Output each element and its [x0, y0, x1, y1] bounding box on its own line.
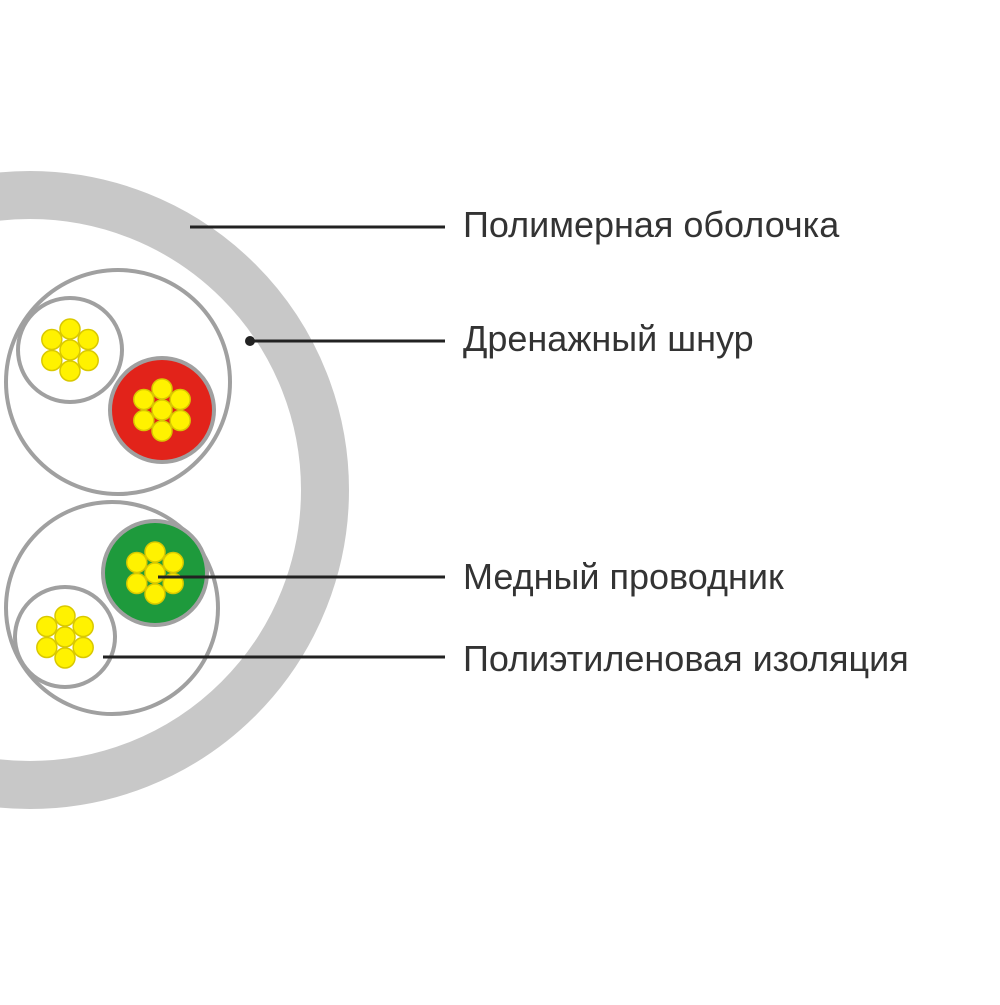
copper-strand [144, 541, 166, 563]
copper-strand [72, 615, 94, 638]
drain-wire-dot [245, 336, 255, 346]
copper-strand [144, 562, 166, 584]
label-polymer-sheath: Полимерная оболочка [463, 204, 840, 245]
copper-strand [59, 318, 81, 340]
copper-strands-red [133, 378, 191, 442]
copper-strand [126, 572, 148, 595]
copper-strand [162, 551, 184, 574]
copper-strand [133, 388, 155, 411]
copper-strand [151, 399, 173, 421]
copper-strand [144, 583, 166, 605]
copper-strand [77, 349, 99, 372]
copper-strand [169, 409, 191, 432]
copper-strand [59, 339, 81, 361]
label-copper-conductor: Медный проводник [463, 556, 784, 597]
copper-strand [77, 328, 99, 351]
copper-strand [151, 420, 173, 442]
copper-strand [36, 615, 58, 638]
copper-strand [72, 636, 94, 659]
copper-strand [133, 409, 155, 432]
label-polyethylene-insulation: Полиэтиленовая изоляция [463, 638, 909, 679]
copper-strand [54, 647, 76, 669]
copper-strand [36, 636, 58, 659]
copper-strand [59, 360, 81, 382]
label-drain-wire: Дренажный шнур [463, 318, 754, 359]
copper-strand [151, 378, 173, 400]
polymer-sheath [0, 171, 349, 809]
copper-strand [41, 349, 63, 372]
copper-strand [54, 605, 76, 627]
copper-strand [126, 551, 148, 574]
copper-strands-upper-white [41, 318, 99, 382]
copper-strands-lower-white [36, 605, 94, 669]
copper-strand [169, 388, 191, 411]
copper-strand [54, 626, 76, 648]
copper-strand [41, 328, 63, 351]
